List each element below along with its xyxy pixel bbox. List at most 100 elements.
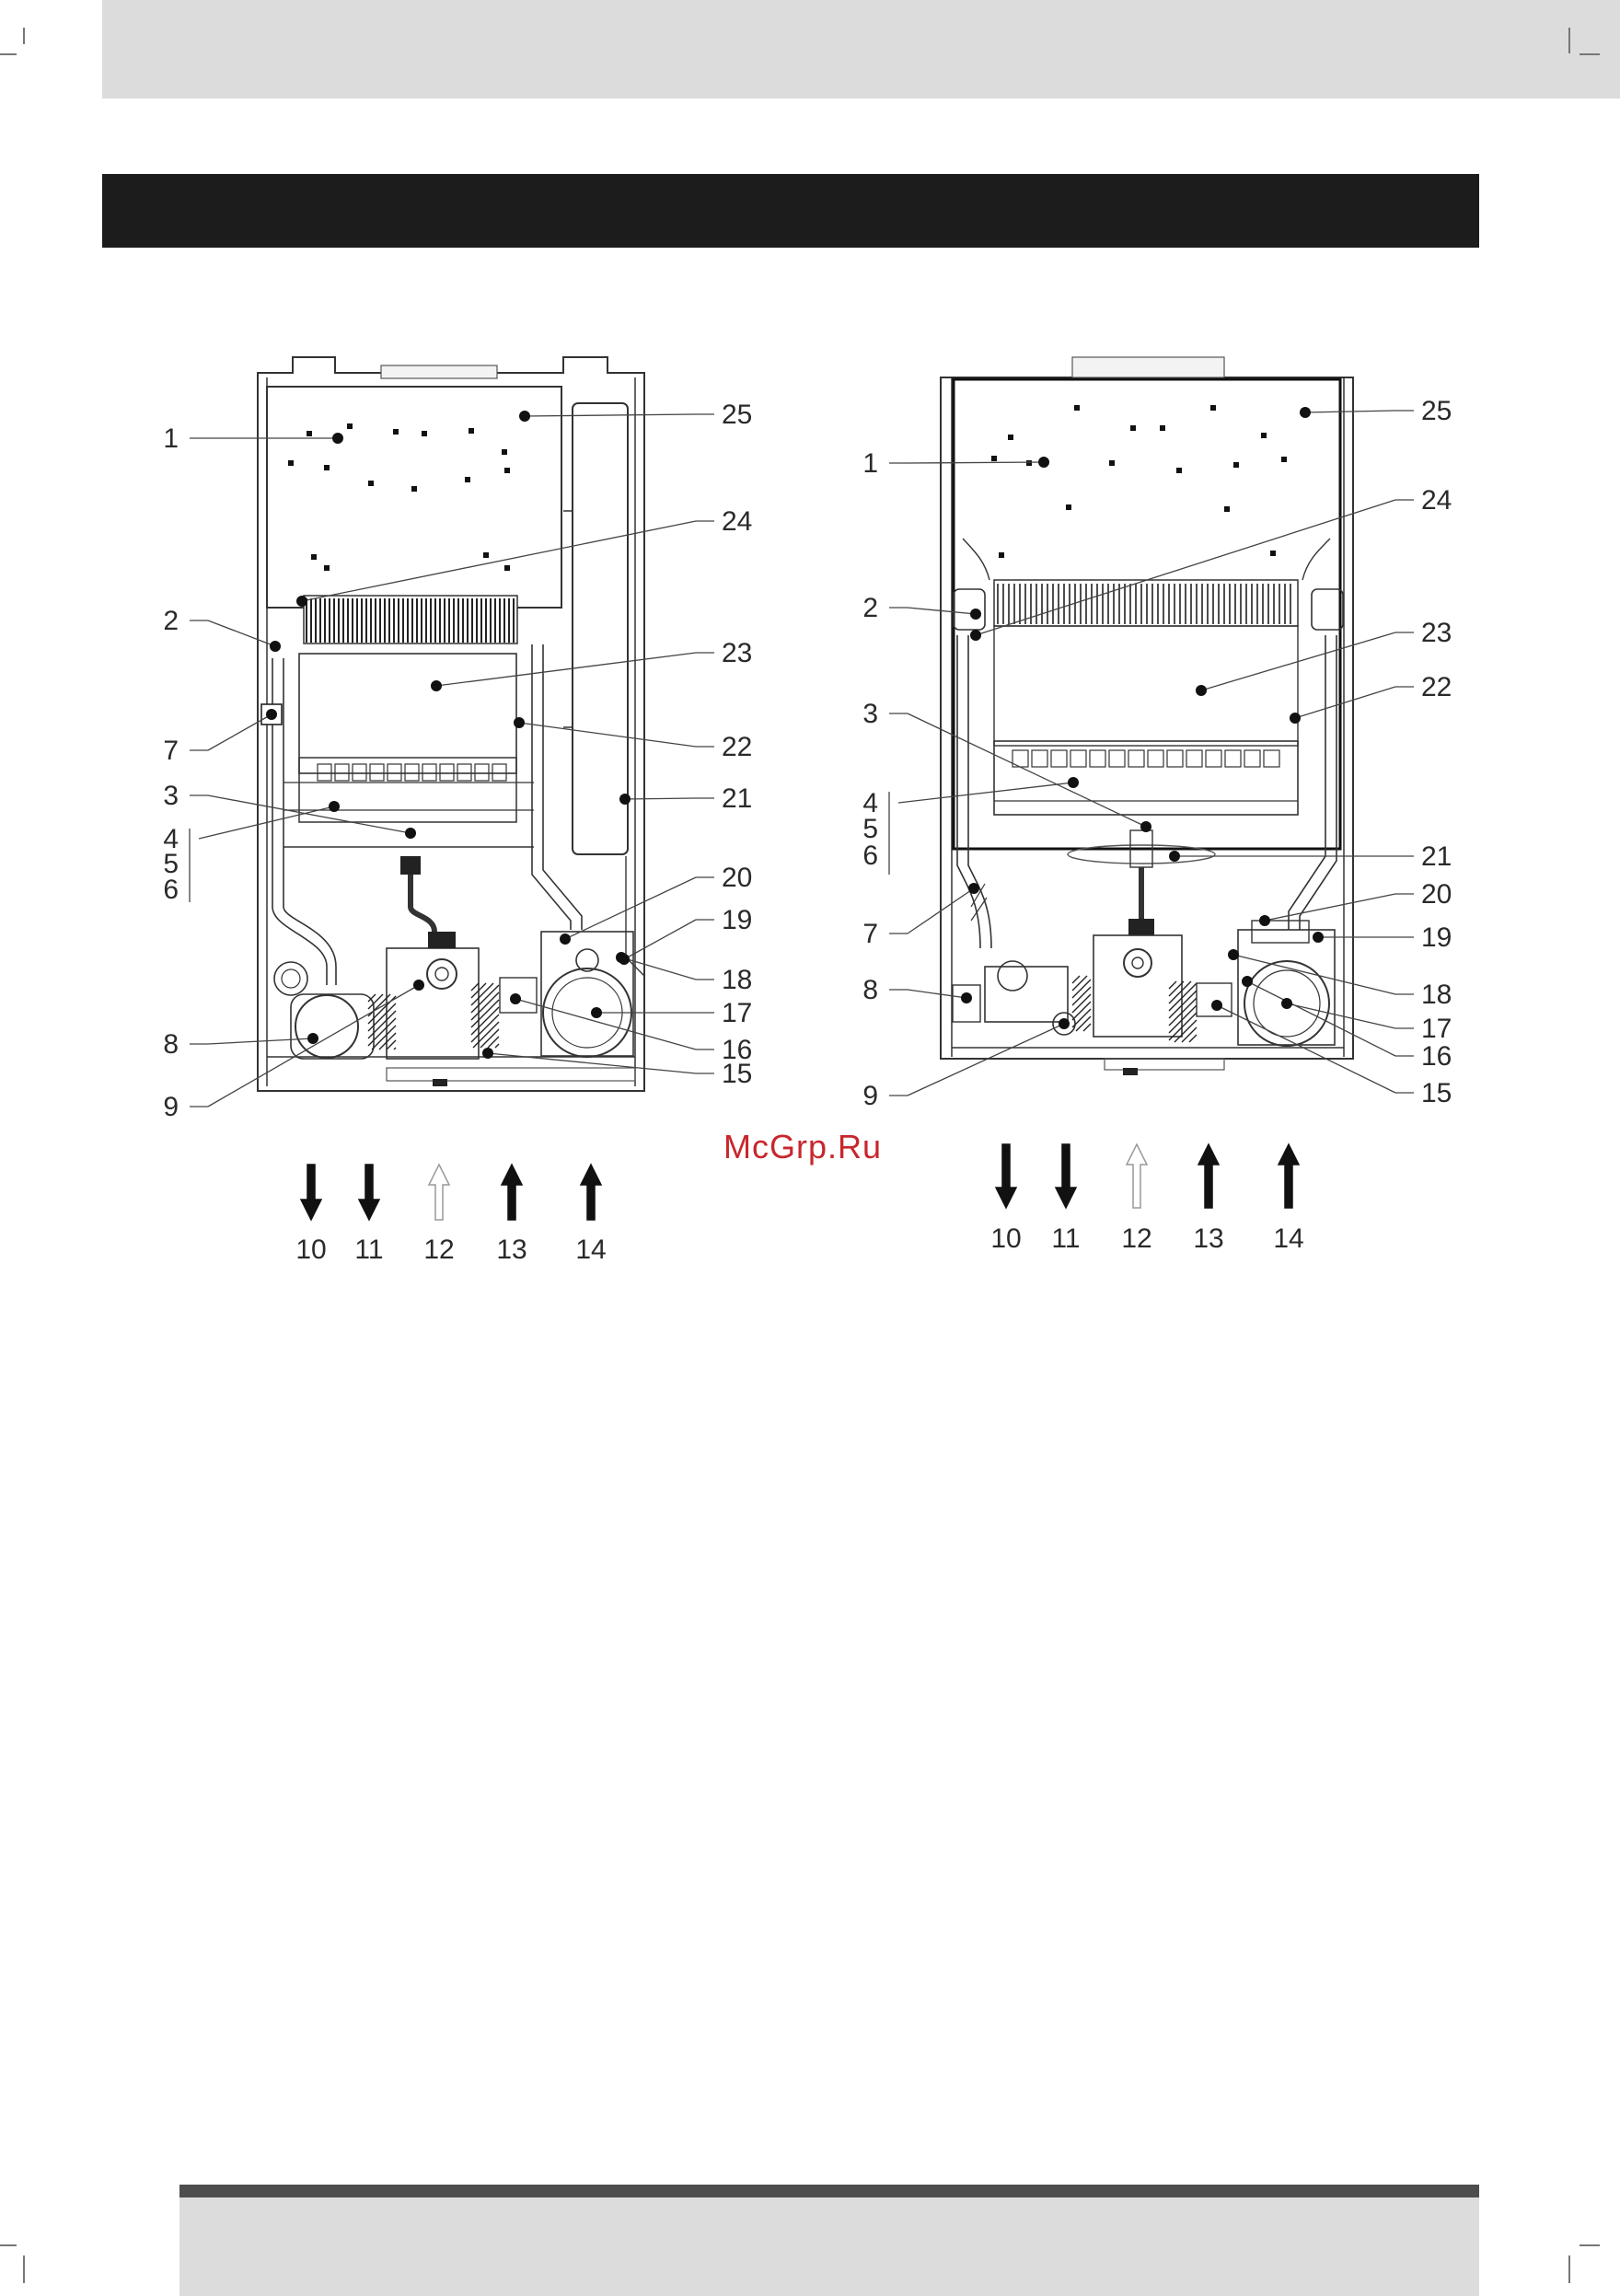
callout-label-17: 17 (722, 998, 752, 1028)
callout-label-16: 16 (722, 1035, 752, 1065)
callout-dot (970, 630, 981, 641)
legend-label-14: 14 (575, 1235, 606, 1265)
callout-dot (961, 992, 972, 1003)
leader-line (1287, 1003, 1395, 1028)
leader-line (208, 795, 411, 833)
footer-band (179, 2197, 1479, 2296)
legend-label-12: 12 (423, 1235, 454, 1265)
leader-line (302, 521, 696, 601)
callout-label-25: 25 (1421, 396, 1452, 426)
leader-line (908, 713, 1146, 827)
arrow-down-icon (1056, 1144, 1076, 1208)
leader-line (519, 723, 696, 747)
callout-label-23: 23 (722, 638, 752, 668)
callout-label-23: 23 (1421, 618, 1452, 648)
legend-label-10: 10 (295, 1235, 326, 1265)
callout-label-7: 7 (862, 919, 878, 949)
callout-label-24: 24 (722, 506, 752, 537)
callout-label-21: 21 (722, 783, 752, 814)
callout-label-25: 25 (722, 400, 752, 430)
leader-line (621, 957, 696, 980)
callout-dot (431, 680, 442, 691)
leader-line (1265, 894, 1395, 921)
leader-line (1305, 411, 1395, 412)
callout-dot (1228, 949, 1239, 960)
callout-dot (1169, 851, 1180, 862)
callout-dot (1140, 821, 1151, 832)
leader-line (908, 462, 1044, 463)
callout-label-15: 15 (1421, 1078, 1452, 1108)
callout-label-18: 18 (722, 965, 752, 995)
callout-label-6: 6 (163, 875, 179, 905)
leader-line (436, 653, 696, 686)
callout-label-24: 24 (1421, 485, 1452, 516)
callout-label-9: 9 (163, 1092, 179, 1122)
legend-label-13: 13 (1193, 1223, 1223, 1254)
footer-rule (179, 2185, 1479, 2197)
callout-dot (619, 954, 630, 965)
arrow-up-icon (1279, 1144, 1299, 1208)
legend-label-12: 12 (1121, 1223, 1151, 1254)
callout-label-17: 17 (1421, 1014, 1452, 1044)
arrow-down-icon (996, 1144, 1016, 1208)
callout-dot (405, 828, 416, 839)
arrow-down-icon (301, 1165, 321, 1220)
callout-label-2: 2 (862, 593, 878, 623)
callout-dot (1259, 915, 1270, 926)
callout-label-9: 9 (862, 1081, 878, 1111)
callout-dot (1313, 932, 1324, 943)
callout-dot (1211, 1000, 1222, 1011)
callout-dots (266, 407, 1324, 1059)
arrow-down-icon (359, 1165, 379, 1220)
leader-line (908, 990, 966, 998)
leader-line (898, 783, 1073, 803)
boiler-diagram-left (258, 357, 644, 1091)
callout-dot (1196, 685, 1207, 696)
leader-line (208, 620, 275, 646)
leader-line (208, 714, 272, 750)
legend-label-11: 11 (1051, 1223, 1080, 1254)
leader-line (208, 1038, 313, 1044)
callout-label-21: 21 (1421, 841, 1452, 872)
callout-label-19: 19 (1421, 922, 1452, 953)
leader-line (525, 414, 696, 416)
callout-label-3: 3 (862, 699, 878, 729)
callout-dot (296, 596, 307, 607)
arrow-up-icon (429, 1165, 449, 1220)
leader-line (1295, 687, 1395, 718)
callout-label-1: 1 (862, 448, 878, 479)
callout-dot (266, 709, 277, 720)
callout-label-8: 8 (862, 975, 878, 1005)
callout-dot (619, 794, 631, 805)
callout-label-6: 6 (862, 841, 878, 871)
callout-dot (1300, 407, 1311, 418)
callout-dot (482, 1048, 493, 1059)
arrow-up-icon (502, 1165, 522, 1220)
callout-label-1: 1 (163, 423, 179, 454)
callout-dot (1068, 777, 1079, 788)
arrow-up-icon (1198, 1144, 1219, 1208)
callout-label-8: 8 (163, 1029, 179, 1060)
watermark: McGrp.Ru (723, 1128, 882, 1166)
callout-dot (1038, 457, 1049, 468)
legend-label-13: 13 (496, 1235, 526, 1265)
callout-dot (329, 801, 340, 812)
arrow-up-icon (1127, 1144, 1147, 1208)
flow-legend-right: 1011121314 (990, 1144, 1303, 1254)
callout-dot (1290, 713, 1301, 724)
callout-label-19: 19 (722, 905, 752, 935)
callout-label-3: 3 (163, 781, 179, 811)
callout-label-22: 22 (1421, 672, 1452, 702)
callout-dot (519, 411, 530, 422)
callout-label-18: 18 (1421, 980, 1452, 1010)
arrow-up-icon (581, 1165, 601, 1220)
callout-dot (970, 609, 981, 620)
legend-label-10: 10 (990, 1223, 1021, 1254)
callout-dot (1281, 998, 1292, 1009)
callout-dot (332, 433, 343, 444)
callout-dot (968, 883, 979, 894)
leader-line (565, 877, 696, 939)
callout-label-22: 22 (722, 732, 752, 762)
